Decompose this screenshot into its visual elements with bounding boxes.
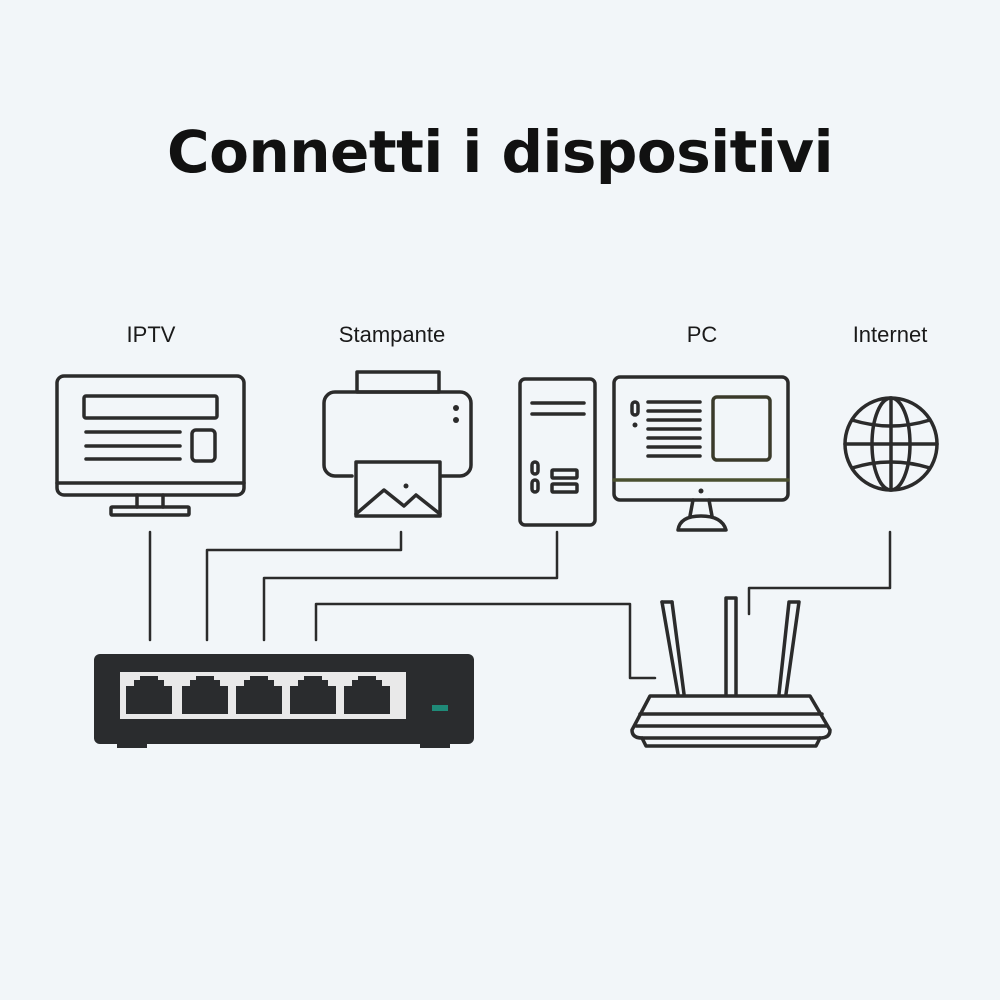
ethernet-port-3 — [236, 676, 282, 714]
status-led — [432, 705, 448, 711]
label-printer: Stampante — [338, 322, 446, 347]
ethernet-port-5 — [344, 676, 390, 714]
label-pc: PC — [686, 322, 718, 347]
printer-icon — [322, 370, 473, 518]
cables — [148, 530, 892, 680]
cable-pc — [262, 530, 559, 642]
cable-internet — [747, 530, 892, 616]
cable-router — [314, 602, 657, 680]
ethernet-port-2 — [182, 676, 228, 714]
label-iptv: IPTV — [126, 322, 176, 347]
page-title: Connetti i dispositivi — [167, 118, 833, 186]
globe-icon — [843, 396, 939, 492]
ethernet-port-1 — [126, 676, 172, 714]
label-internet: Internet — [852, 322, 928, 347]
ethernet-port-4 — [290, 676, 336, 714]
pc-tower-icon — [518, 377, 597, 527]
desktop-computer-icon — [612, 375, 790, 532]
wireless-router-icon — [630, 596, 832, 748]
network-switch-icon — [94, 654, 474, 748]
cable-printer — [205, 530, 403, 642]
tv-icon — [55, 374, 246, 517]
